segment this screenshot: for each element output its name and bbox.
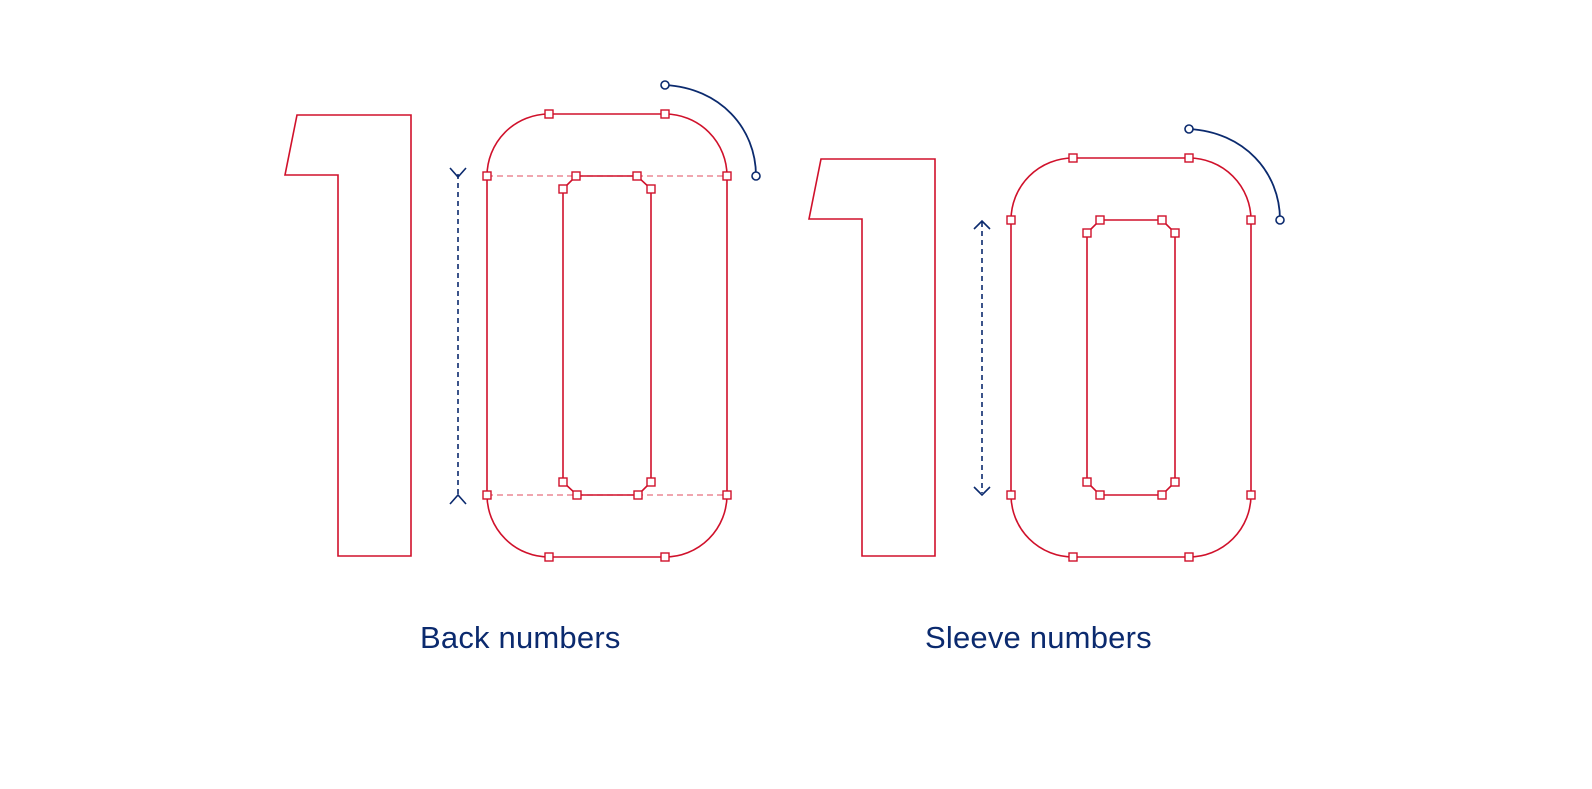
back-anchor-point-icon-7 (544, 552, 554, 562)
sleeve-anchor-point-icon-16 (1157, 490, 1167, 500)
sleeve-digit-zero-inner-outline (1086, 219, 1176, 496)
back-anchor-point-icon-16 (633, 490, 643, 500)
sleeve-anchor-points (1006, 153, 1256, 562)
sleeve-digit-one-outline (808, 158, 936, 557)
sleeve-anchor-point-icon-1 (1068, 153, 1078, 163)
back-bezier-handle-curve (664, 84, 757, 177)
back-digit-zero-outer-outline (486, 113, 728, 558)
sleeve-anchor-point-icon-10 (1157, 215, 1167, 225)
back-digit-one-outline (284, 114, 412, 557)
back-digit-zero-inner-outline (562, 175, 652, 496)
back-anchor-point-icon-6 (722, 490, 732, 500)
back-anchor-point-icon-11 (558, 184, 568, 194)
sleeve-anchor-point-icon-11 (1082, 228, 1092, 238)
back-anchor-point-icon-9 (571, 171, 581, 181)
back-anchor-point-icon-10 (632, 171, 642, 181)
sleeve-anchor-point-icon-4 (1246, 215, 1256, 225)
back-anchor-point-icon-1 (544, 109, 554, 119)
back-anchor-point-icon-15 (572, 490, 582, 500)
sleeve-anchor-point-icon-2 (1184, 153, 1194, 163)
back-anchor-point-icon-3 (482, 171, 492, 181)
sleeve-anchor-point-icon-5 (1006, 490, 1016, 500)
back-anchor-point-icon-5 (482, 490, 492, 500)
back-bezier-handle-end-icon (751, 171, 761, 181)
back-anchor-point-icon-12 (646, 184, 656, 194)
sleeve-digit-zero-outer-outline (1010, 157, 1252, 558)
back-anchor-point-icon-2 (660, 109, 670, 119)
back-anchor-point-icon-4 (722, 171, 732, 181)
sleeve-anchor-point-icon-12 (1170, 228, 1180, 238)
sleeve-bezier-handle-end-icon (1275, 215, 1285, 225)
sleeve-bezier-handle-start-icon (1184, 124, 1194, 134)
sleeve-number-group (808, 124, 1285, 562)
sleeve-numbers-label: Sleeve numbers (925, 620, 1152, 655)
back-anchor-point-icon-8 (660, 552, 670, 562)
back-numbers-label: Back numbers (420, 620, 621, 655)
back-anchor-point-icon-14 (646, 477, 656, 487)
sleeve-anchor-point-icon-7 (1068, 552, 1078, 562)
sleeve-anchor-point-icon-9 (1095, 215, 1105, 225)
sleeve-dimension-top-cap (973, 219, 991, 230)
back-number-group (284, 80, 761, 562)
sleeve-anchor-point-icon-15 (1095, 490, 1105, 500)
sleeve-bezier-handle-curve (1188, 128, 1281, 221)
sleeve-dimension-bottom-cap (973, 486, 991, 497)
back-bezier-handle-start-icon (660, 80, 670, 90)
back-anchor-points (482, 109, 732, 562)
sleeve-anchor-point-icon-13 (1082, 477, 1092, 487)
sleeve-anchor-point-icon-3 (1006, 215, 1016, 225)
back-dimension-bottom-cap (449, 493, 467, 505)
back-dimension-top-cap (449, 167, 467, 179)
sleeve-anchor-point-icon-8 (1184, 552, 1194, 562)
sleeve-anchor-point-icon-6 (1246, 490, 1256, 500)
sleeve-anchor-point-icon-14 (1170, 477, 1180, 487)
back-anchor-point-icon-13 (558, 477, 568, 487)
